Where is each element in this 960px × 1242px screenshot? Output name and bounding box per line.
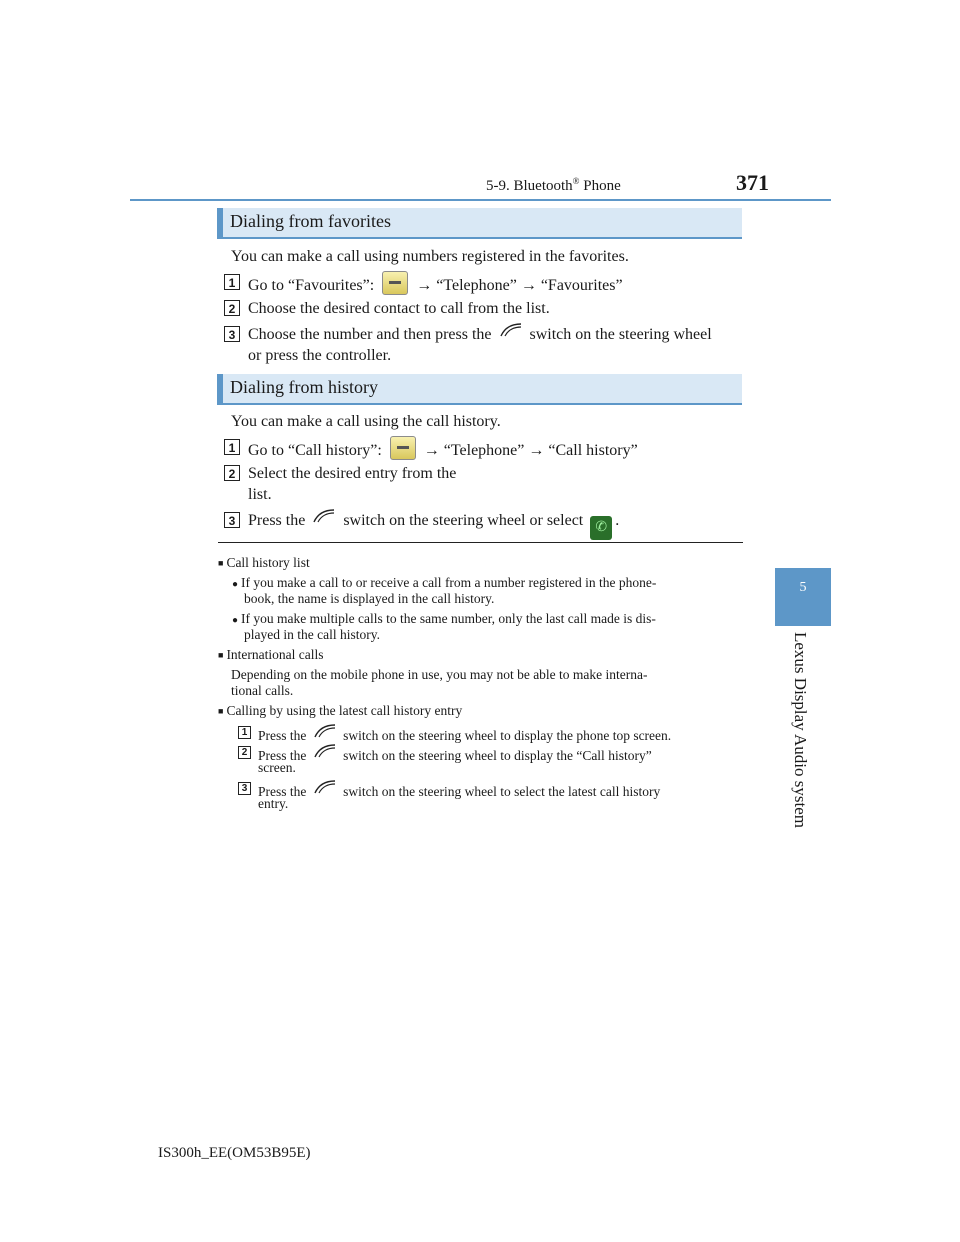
step-number-1: 1 [224, 439, 240, 455]
step-number-1: 1 [224, 274, 240, 290]
history-step-1: Go to “Call history”: → “Telephone” → “C… [248, 436, 638, 461]
phone-switch-icon [313, 509, 335, 523]
step-number-2: 2 [238, 746, 251, 759]
favorites-step-3-cont: or press the controller. [248, 347, 392, 364]
history-step-3: Press the switch on the steering wheel o… [248, 509, 619, 540]
note-title-call-history: Call history list [218, 555, 309, 571]
favorites-step-2: Choose the desired contact to call from … [248, 300, 550, 317]
phone-switch-icon [314, 780, 335, 794]
heading-dialing-history: Dialing from history [217, 374, 742, 405]
note-bullet: If you make multiple calls to the same n… [232, 611, 656, 628]
phone-switch-icon [499, 323, 521, 337]
menu-icon [389, 436, 416, 460]
note-text-cont: tional calls. [231, 683, 294, 698]
document-code: IS300h_EE(OM53B95E) [158, 1145, 311, 1161]
note-step-1: Press the switch on the steering wheel t… [258, 724, 671, 743]
note-step-2: Press the switch on the steering wheel t… [258, 744, 652, 763]
note-title-international: International calls [218, 647, 323, 663]
note-title-latest-entry: Calling by using the latest call history… [218, 703, 462, 719]
step-number-1: 1 [238, 726, 251, 739]
favorites-intro: You can make a call using numbers regist… [231, 248, 629, 265]
history-intro: You can make a call using the call histo… [231, 413, 501, 430]
note-step-3: Press the switch on the steering wheel t… [258, 780, 660, 799]
menu-icon [382, 271, 409, 295]
step-number-2: 2 [224, 465, 240, 481]
section-title: 5-9. Bluetooth® Phone [486, 176, 621, 194]
favorites-step-1: Go to “Favourites”: → “Telephone” → “Fav… [248, 271, 623, 296]
step-number-3: 3 [224, 512, 240, 528]
step-number-2: 2 [224, 300, 240, 316]
phone-switch-icon [314, 744, 335, 758]
page-number: 371 [736, 170, 769, 195]
favorites-step-3: Choose the number and then press the swi… [248, 323, 712, 345]
step-number-3: 3 [224, 326, 240, 342]
chapter-tab: 5 [775, 568, 831, 626]
call-button-icon: ✆ [590, 516, 613, 540]
notes-divider [218, 542, 743, 543]
chapter-title: Lexus Display Audio system [791, 632, 810, 828]
header-rule [130, 199, 831, 201]
note-bullet-cont: played in the call history. [244, 627, 380, 642]
note-bullet-cont: book, the name is displayed in the call … [244, 591, 495, 606]
step-number-3: 3 [238, 782, 251, 795]
history-step-2: Select the desired entry from the [248, 465, 457, 482]
phone-switch-icon [314, 724, 335, 738]
note-step-3-cont: entry. [258, 796, 289, 811]
history-step-2-cont: list. [248, 486, 272, 503]
note-step-2-cont: screen. [258, 760, 296, 775]
heading-dialing-favorites: Dialing from favorites [217, 208, 742, 239]
note-text: Depending on the mobile phone in use, yo… [231, 667, 648, 682]
note-bullet: If you make a call to or receive a call … [232, 575, 656, 592]
